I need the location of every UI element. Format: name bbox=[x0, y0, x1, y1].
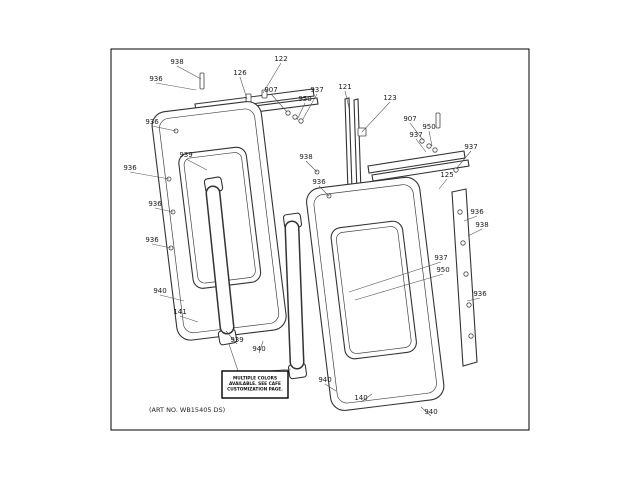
callout-leader bbox=[296, 102, 306, 121]
callout-label: 940 bbox=[318, 376, 331, 384]
callout-leader bbox=[463, 215, 478, 222]
right-edge-strip bbox=[451, 188, 478, 367]
callout-label: 936 bbox=[149, 75, 163, 83]
vertical-rod-assembly bbox=[344, 97, 367, 194]
callout-label: 937 bbox=[310, 86, 323, 94]
callout-label: 950 bbox=[298, 95, 311, 103]
callout-label: 937 bbox=[464, 143, 477, 151]
right-door-handle bbox=[282, 212, 308, 380]
callout-leader bbox=[455, 150, 472, 170]
callout-label: 940 bbox=[153, 287, 166, 295]
callout-label: 936 bbox=[312, 178, 326, 186]
callout-label: 940 bbox=[252, 345, 265, 353]
callout-label: 950 bbox=[422, 123, 435, 131]
callout-leader bbox=[420, 406, 432, 417]
callout-label: 938 bbox=[475, 221, 488, 229]
callout-leader bbox=[151, 243, 172, 249]
note-line-3: CUSTOMIZATION PAGE. bbox=[227, 387, 283, 393]
callout-leader bbox=[305, 160, 318, 173]
callout-label: 936 bbox=[123, 164, 137, 172]
fastener-screws bbox=[285, 110, 459, 199]
callout-label: 126 bbox=[233, 69, 247, 77]
callout-leader bbox=[348, 261, 442, 293]
callout-leader bbox=[225, 330, 238, 345]
callout-leader bbox=[466, 297, 481, 302]
callout-leader bbox=[324, 383, 337, 392]
callout-leader bbox=[129, 171, 170, 180]
callout-leader bbox=[151, 125, 177, 132]
callout-label: 936 bbox=[145, 236, 159, 244]
callout-label: 936 bbox=[148, 200, 162, 208]
callout-leader bbox=[154, 207, 174, 213]
callout-leader bbox=[467, 228, 483, 237]
callout-leader bbox=[262, 62, 282, 94]
callout-label: 950 bbox=[436, 266, 449, 274]
callout-label: 122 bbox=[274, 55, 287, 63]
callout-leader bbox=[159, 294, 185, 302]
callout-leader bbox=[155, 82, 197, 91]
callout-label: 907 bbox=[403, 115, 416, 123]
callout-leader bbox=[185, 158, 208, 171]
callout-label: 125 bbox=[440, 171, 453, 179]
callout-leader bbox=[428, 130, 433, 147]
callout-label: 907 bbox=[264, 86, 277, 94]
callout-label: 936 bbox=[470, 208, 484, 216]
callout-leader bbox=[179, 315, 199, 323]
callout-label: 936 bbox=[473, 290, 487, 298]
callout-leader bbox=[258, 340, 264, 354]
callout-leader bbox=[270, 93, 288, 113]
callout-label: 123 bbox=[383, 94, 396, 102]
callout-leader bbox=[318, 185, 330, 197]
callout-leader bbox=[361, 101, 391, 133]
callout-label: 937 bbox=[434, 254, 447, 262]
callout-label: 141 bbox=[173, 308, 186, 316]
callout-leader bbox=[360, 393, 373, 403]
callout-leader bbox=[438, 178, 448, 190]
note-line-1: MULTIPLE COLORS bbox=[233, 376, 277, 382]
callout-leader bbox=[344, 90, 350, 109]
callout-leader bbox=[239, 76, 248, 100]
callout-leader bbox=[409, 122, 424, 141]
callout-label: 938 bbox=[170, 58, 183, 66]
callout-leader bbox=[302, 93, 318, 120]
note-line-2: AVAILABLE. SEE CAFE bbox=[229, 381, 281, 387]
right-rail-assembly bbox=[367, 112, 470, 182]
callout-label: 939 bbox=[179, 151, 192, 159]
callout-leader bbox=[354, 273, 444, 301]
note-box: MULTIPLE COLORS AVAILABLE. SEE CAFE CUST… bbox=[221, 343, 292, 399]
callout-label: 937 bbox=[409, 131, 422, 139]
callout-label: 140 bbox=[354, 394, 367, 402]
callout-label: 940 bbox=[424, 408, 437, 416]
callout-label: 936 bbox=[145, 118, 159, 126]
callout-label: 938 bbox=[299, 153, 312, 161]
callout-label: 121 bbox=[338, 83, 351, 91]
left-door-handle bbox=[203, 176, 238, 346]
callout-leader bbox=[415, 138, 427, 153]
art-number: (ART NO. WB15405 DS) bbox=[149, 406, 225, 414]
callout-leader bbox=[176, 65, 202, 80]
diagram-border bbox=[110, 48, 530, 431]
callout-label: 939 bbox=[230, 336, 243, 344]
